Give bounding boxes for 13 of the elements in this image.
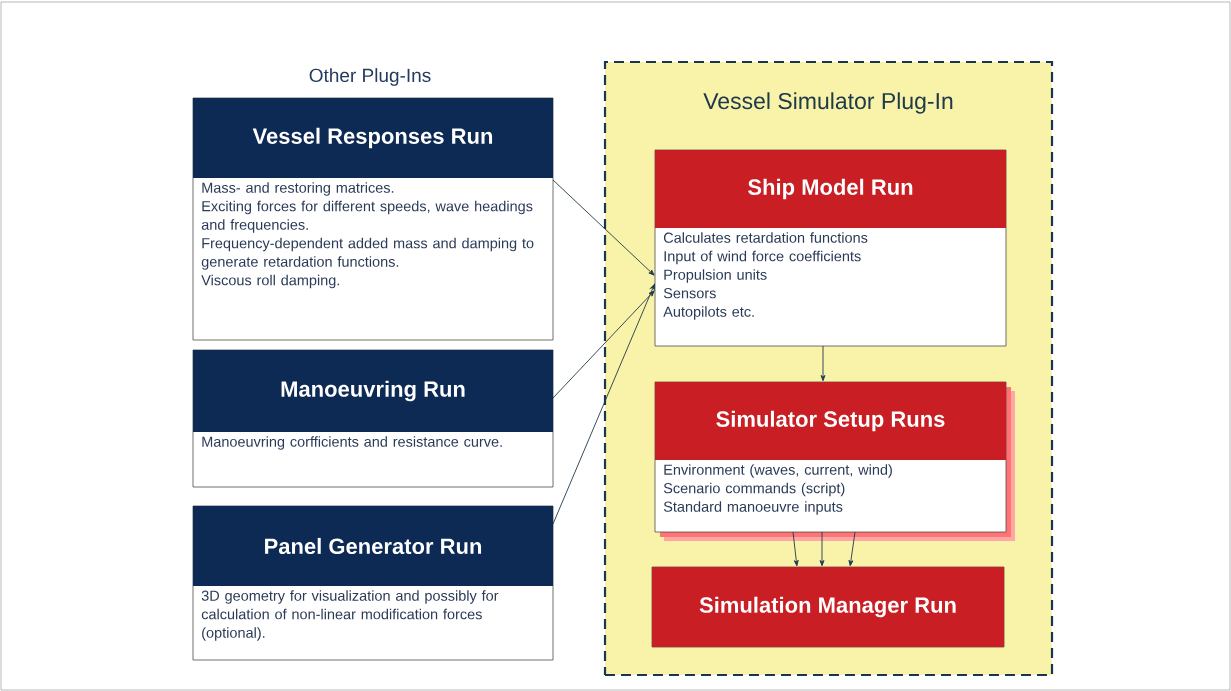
arrow: [552, 283, 655, 525]
process-box: Simulation Manager Run: [651, 566, 1005, 648]
arrow: [552, 179, 655, 276]
process-box: Manoeuvring Run Manoeuvring corfficients and resistance curve.: [192, 349, 554, 488]
process-box: Vessel Responses Run Mass- and restoring matrices. Exciting forces for different speeds, wave headings and frequencies. Frequency-dependent added mass and damping to generate retardation functions. Viscous roll damping.: [192, 97, 554, 341]
arrow: [820, 345, 826, 382]
process-box: Simulator Setup Runs Environment (waves, current, wind) Scenario commands (script) Standard manoeuvre inputs: [654, 381, 1015, 541]
arrow: [792, 531, 799, 567]
arrow: [552, 290, 655, 399]
arrow: [819, 531, 825, 567]
process-box: Ship Model Run Calculates retardation functions Input of wind force coefficients Propulsion units Sensors Autopilots etc.: [654, 149, 1007, 347]
arrow: [848, 531, 856, 567]
process-box: Panel Generator Run 3D geometry for visualization and possibly for calculation of non-linear modification forces (optional).: [192, 505, 554, 661]
